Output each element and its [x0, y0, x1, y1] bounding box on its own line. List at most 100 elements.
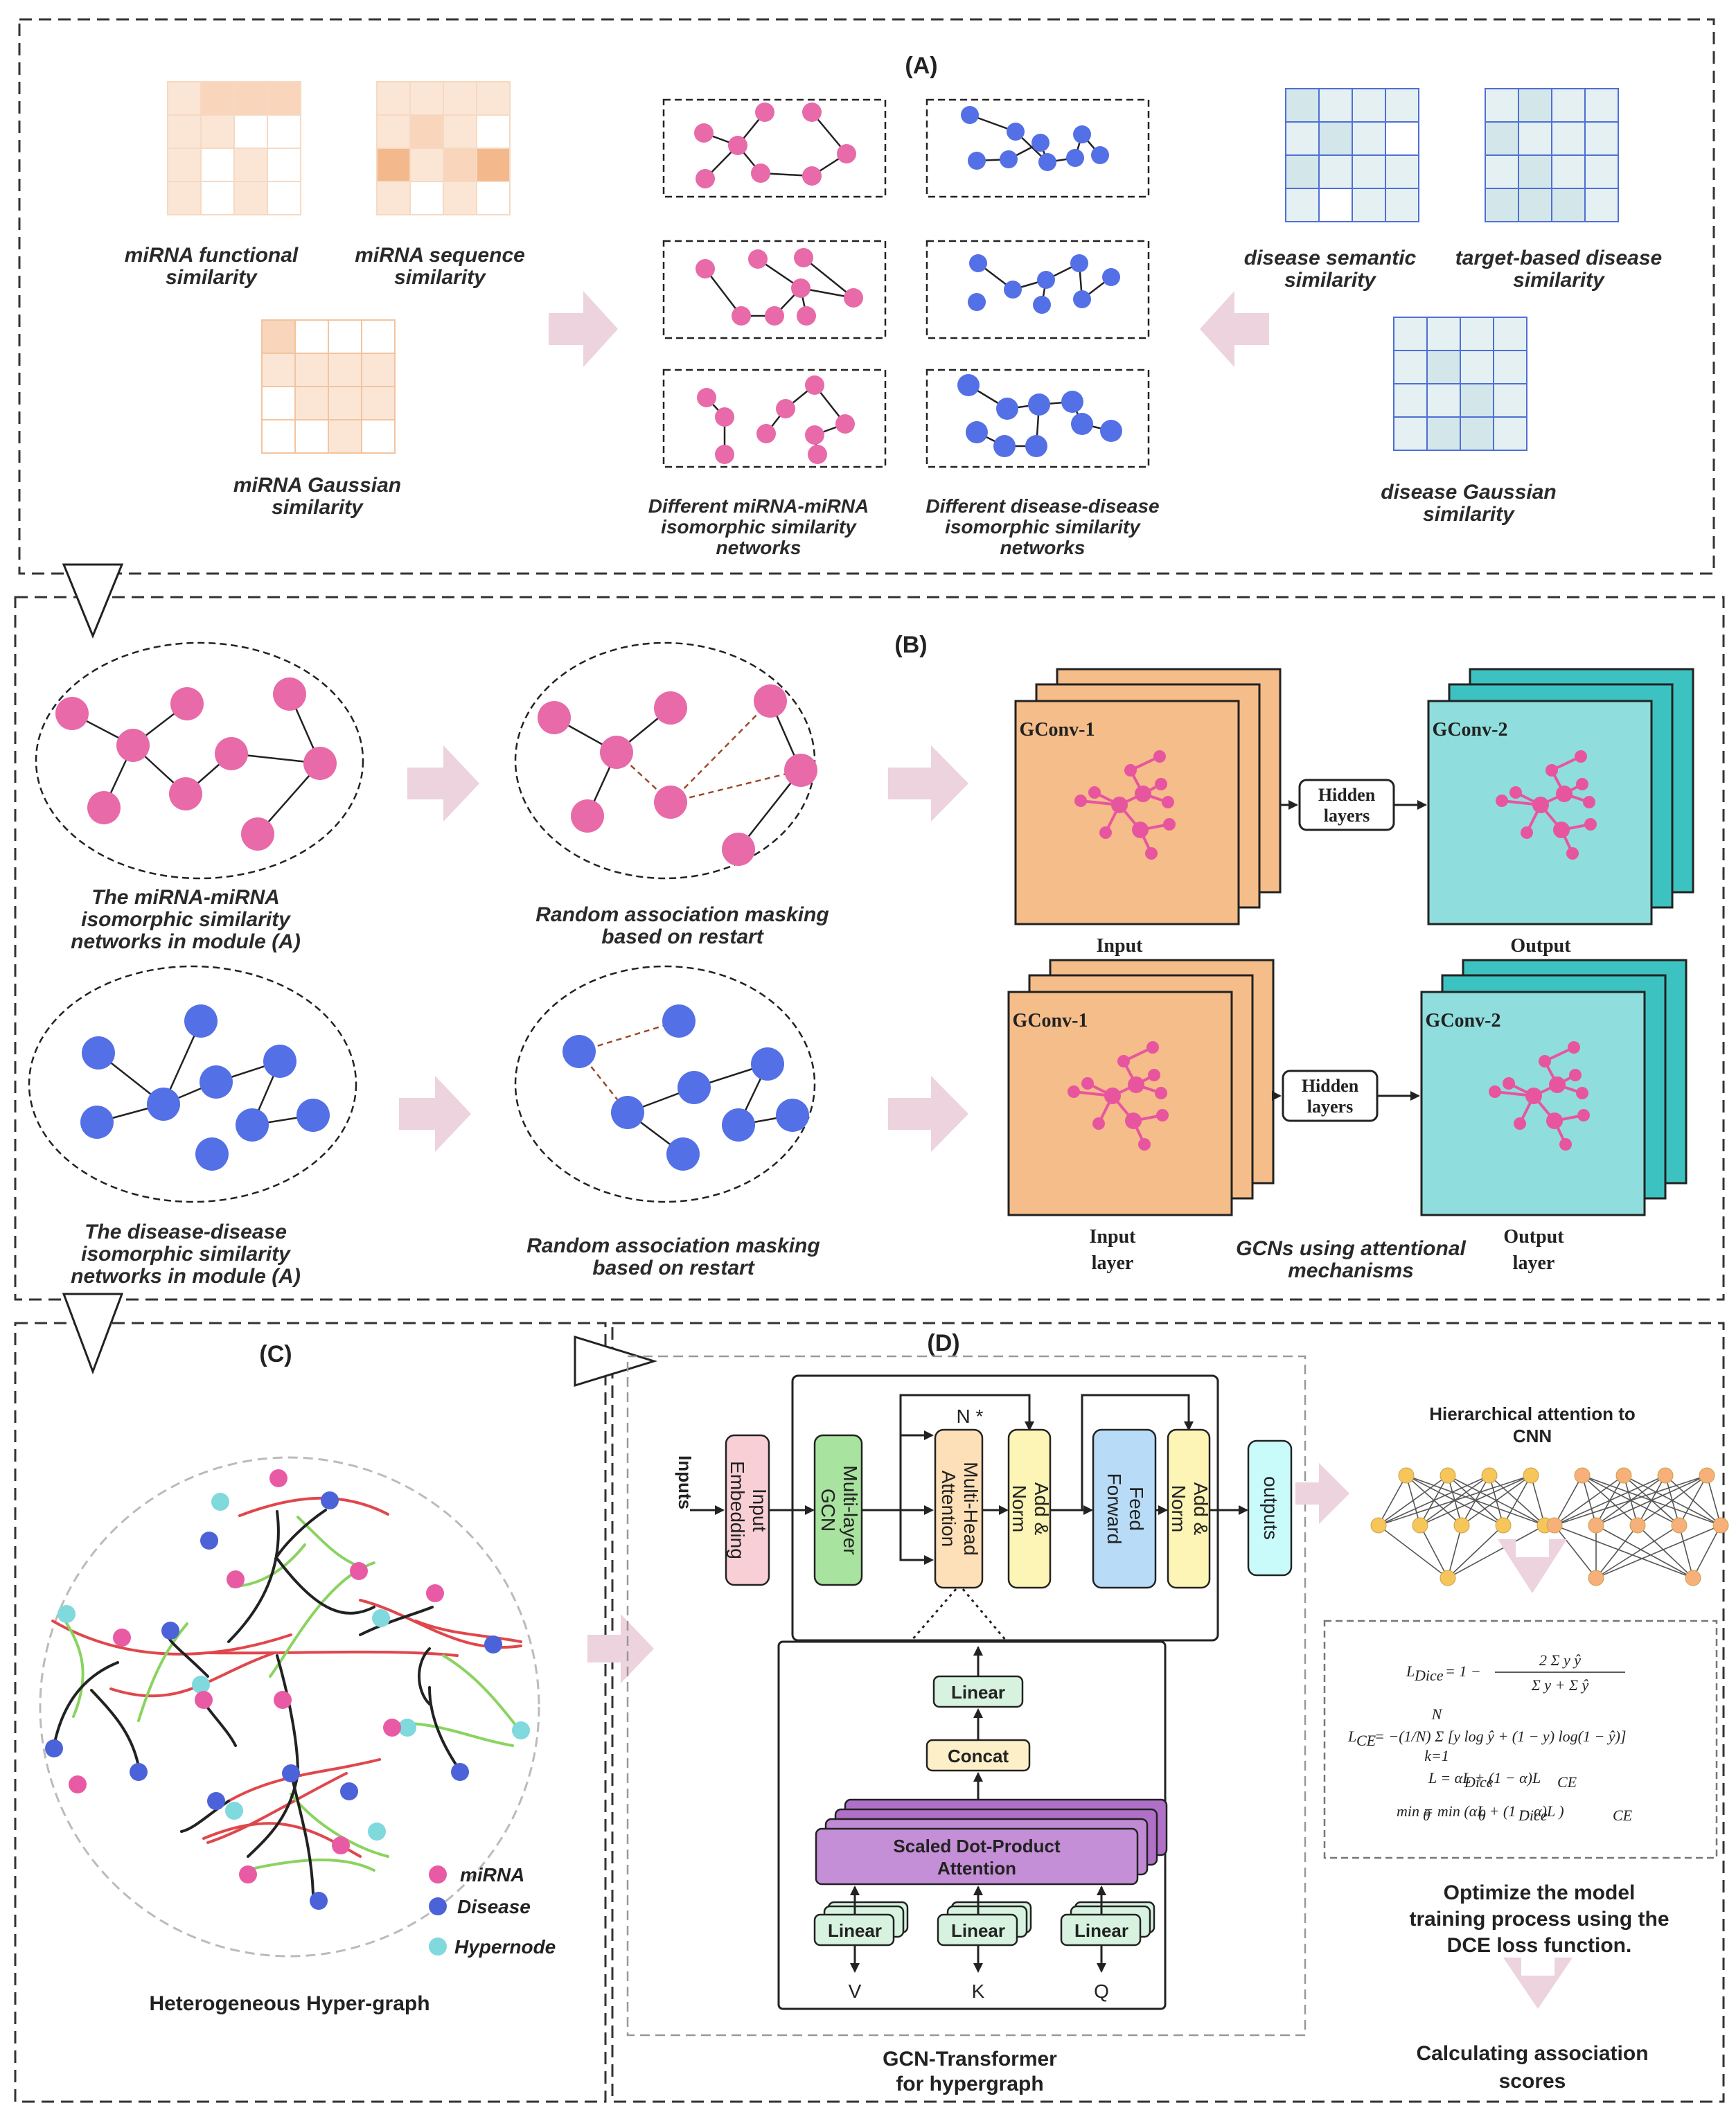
cnn-neuron: [1523, 1467, 1539, 1484]
cnn-edge: [1378, 1475, 1449, 1526]
gcn-node: [1553, 822, 1570, 838]
node: [1007, 123, 1025, 141]
matrix-cell: [1426, 416, 1461, 451]
node: [1031, 134, 1049, 152]
add-norm-box-1-line: Add &: [1031, 1482, 1052, 1536]
hyperedge: [247, 1772, 299, 1858]
mirna-node: [274, 1691, 292, 1709]
similarity-matrices: [167, 81, 1619, 454]
node: [666, 1137, 700, 1171]
hyperedge: [206, 1772, 348, 1844]
matrix-cell: [1426, 350, 1461, 384]
node: [1037, 271, 1055, 289]
concat-box: [925, 1739, 1031, 1772]
sdpa-label-2: Attention: [937, 1858, 1016, 1879]
matrix-cell: [361, 353, 396, 387]
cnn-neuron: [1412, 1517, 1428, 1534]
eq-min-theta1: θ: [1423, 1807, 1431, 1824]
mirna-masking-ellipse: [514, 641, 816, 880]
gcn-node-graph: [1074, 750, 1176, 860]
node: [756, 424, 776, 443]
cnn-neuron: [1398, 1467, 1415, 1484]
mirna-node: [227, 1570, 245, 1588]
matrix-cell: [1352, 154, 1386, 189]
add-norm-box-2-text: Add &Norm: [1168, 1482, 1212, 1536]
arrow-disease-to-networks: [1200, 291, 1269, 367]
matrix-cell: [1584, 188, 1619, 222]
hidden-label-2: layers: [1307, 1097, 1353, 1117]
eq-dice-num: 2 Σ y ŷ: [1539, 1651, 1581, 1669]
gcn-transformer-caption-2: for hypergraph: [896, 2073, 1043, 2095]
matrix-cell: [1460, 416, 1494, 451]
matrix-cell: [1485, 188, 1519, 222]
node: [844, 288, 863, 308]
gcn-node: [1111, 797, 1128, 813]
matrix-cell: [1518, 88, 1552, 123]
cnn-edge: [1595, 1525, 1680, 1579]
linear-label: Linear: [951, 1920, 1005, 1941]
node: [195, 1137, 229, 1171]
matrix-cell: [267, 81, 301, 116]
panel-b-networks: [55, 677, 817, 1171]
node: [200, 1065, 233, 1099]
arrow-b3: [399, 1076, 471, 1152]
cnn-edge: [1447, 1525, 1462, 1579]
panel-a-border: [18, 18, 1715, 575]
gconv2-label: GConv-2: [1433, 719, 1508, 741]
matrix-cell: [167, 114, 202, 149]
hyperedge: [137, 1622, 188, 1722]
node: [966, 421, 988, 443]
multihead-attention-box-line: Multi-Head: [960, 1462, 982, 1555]
matrix-cell: [200, 81, 235, 116]
add-norm-box-2-line: Add &: [1190, 1482, 1212, 1536]
gcn-node: [1577, 1109, 1590, 1121]
cnn-edge: [1706, 1475, 1721, 1526]
matrix-cell: [476, 114, 511, 149]
node: [184, 1004, 218, 1038]
cnn-neuron: [1546, 1517, 1563, 1534]
cnn-edge: [1461, 1475, 1532, 1526]
mirna-gaussian-label-2: similarity: [272, 496, 364, 519]
eq-min-sub1: Dice: [1518, 1807, 1548, 1824]
node: [55, 697, 89, 730]
cnn-edge: [1419, 1475, 1532, 1526]
node: [1033, 296, 1051, 314]
gconv1-label: GConv-1: [1013, 1010, 1088, 1031]
gcn-node: [1155, 1087, 1167, 1099]
optimize-label-3: DCE loss function.: [1447, 1934, 1632, 1957]
gconv2-label: GConv-2: [1426, 1010, 1501, 1031]
node: [538, 701, 571, 734]
disease-node: [161, 1622, 179, 1640]
hyperedge: [428, 1686, 459, 1768]
node: [755, 103, 774, 122]
matrix-cell: [294, 353, 329, 387]
matrix-cell: [261, 386, 296, 420]
cnn-edge: [1554, 1525, 1597, 1579]
mirna-functional-label-1: miRNA functional: [125, 244, 299, 267]
disease-semantic-label-1: disease semantic: [1244, 247, 1417, 269]
mirna-functional-label-2: similarity: [166, 266, 258, 289]
eq-dice-sub: Dice: [1414, 1667, 1444, 1684]
input-embedding-box-text: InputEmbedding: [727, 1461, 770, 1559]
hyperedge: [442, 1654, 522, 1733]
gcn-node: [1509, 786, 1522, 799]
sdpa-label-1: Scaled Dot-Product: [893, 1836, 1061, 1856]
optimize-label-2: training process using the: [1409, 1908, 1669, 1931]
matrix-cell: [267, 181, 301, 215]
gcn-transformer-caption-1: GCN-Transformer: [883, 2048, 1057, 2071]
node: [241, 817, 274, 851]
matrix-cell: [376, 114, 411, 149]
matrix-cell: [167, 181, 202, 215]
node: [776, 1099, 809, 1132]
mirna-node: [350, 1562, 368, 1580]
gcn-node: [1583, 796, 1595, 808]
n-star-label: N *: [957, 1406, 984, 1427]
gcn-node: [1568, 1041, 1580, 1054]
node: [961, 106, 979, 124]
hyperedge: [53, 1661, 119, 1747]
hyperedge: [64, 1620, 85, 1718]
gcn-node: [1556, 786, 1573, 802]
matrix-cell: [1493, 383, 1527, 418]
panelb-mirna-network: [55, 677, 337, 851]
matrix-cell: [1584, 154, 1619, 189]
